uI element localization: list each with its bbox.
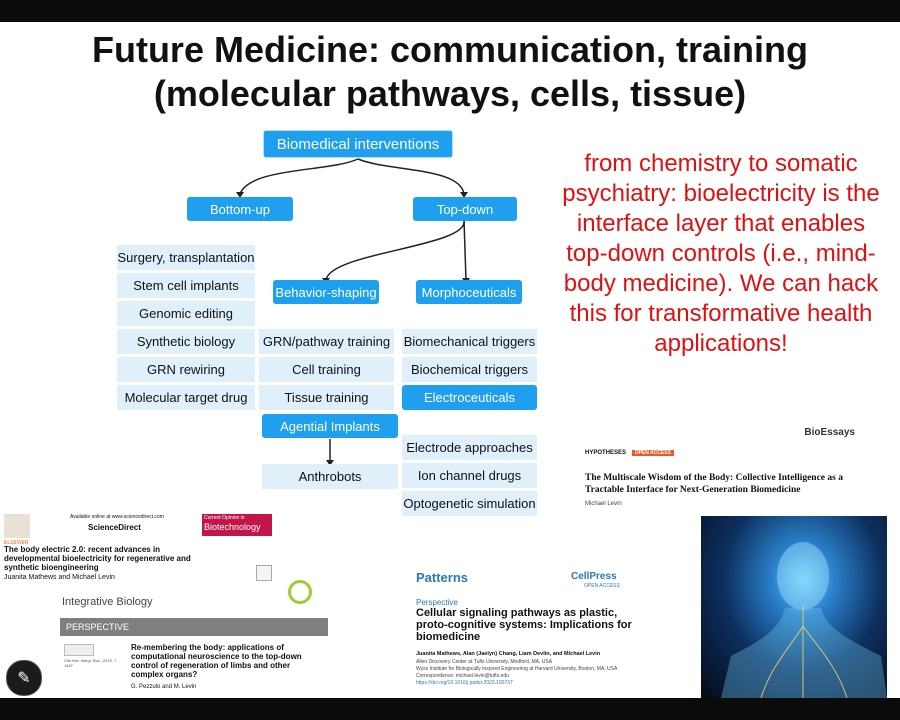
- paper-title: Re-membering the body: applications of c…: [131, 643, 302, 679]
- bottom-up-item: Surgery, transplantation: [117, 245, 255, 270]
- citation: Cite this: Integr. Biol., 2015, 7, 1487: [64, 658, 118, 668]
- perspective-banner: PERSPECTIVE: [60, 618, 328, 636]
- behavior-item: GRN/pathway training: [259, 329, 394, 354]
- paper-authors: Juanita Mathews, Alan (Jaelyn) Chang, Li…: [416, 651, 601, 657]
- open-access-badge: OPEN ACCESS: [631, 450, 674, 456]
- section-label: HYPOTHESES OPEN ACCESS: [585, 450, 674, 456]
- behavior-item: Cell training: [259, 357, 394, 382]
- bottom-up-item: Genomic editing: [117, 301, 255, 326]
- integrative-biology-paper: Integrative Biology PERSPECTIVE Re-membe…: [60, 580, 330, 698]
- paper-title: The Multiscale Wisdom of the Body: Colle…: [585, 473, 843, 495]
- pencil-icon: ✎: [17, 670, 31, 687]
- affiliation: Allen Discovery Center at Tufts Universi…: [416, 659, 553, 665]
- bottom-up-node: Bottom-up: [187, 197, 293, 221]
- glowing-body-image: [701, 516, 887, 698]
- electro-item: Optogenetic simulation: [402, 491, 537, 516]
- morpho-item: Biomechanical triggers: [402, 329, 537, 354]
- available-online: Available online at www.sciencedirect.co…: [70, 514, 164, 520]
- paper-authors: G. Pezzulo and M. Levin: [131, 684, 197, 690]
- root-node: Biomedical interventions: [263, 130, 453, 158]
- royal-society-logo: [288, 580, 312, 604]
- bottom-bar: [0, 698, 900, 720]
- key-message: from chemistry to somatic psychiatry: bi…: [562, 150, 880, 357]
- morphoceuticals-node: Morphoceuticals: [416, 280, 522, 304]
- journal-name: Patterns: [416, 570, 469, 585]
- pen-edit-button[interactable]: ✎: [6, 660, 42, 696]
- crossmark-icon: [256, 565, 272, 581]
- section-label: Perspective: [416, 598, 458, 607]
- cob-paper: ELSEVIER Available online at www.science…: [4, 514, 334, 584]
- publisher-label: ELSEVIER: [4, 540, 29, 546]
- electro-item: Electrode approaches: [402, 435, 537, 460]
- paper-title: Cellular signaling pathways as plastic, …: [416, 607, 632, 643]
- sciencedirect-label: ScienceDirect: [88, 523, 141, 532]
- bioessays-logo: BioEssays: [804, 427, 855, 438]
- elsevier-logo: [4, 514, 30, 538]
- affiliation: Wyss Institute for Biologically Inspired…: [416, 666, 618, 672]
- paper-author: Michael Levin: [585, 501, 622, 507]
- morpho-item: Biochemical triggers: [402, 357, 537, 382]
- behavior-shaping-node: Behavior-shaping: [273, 280, 379, 304]
- journal-badge: Current Opinion in Biotechnology: [202, 514, 272, 536]
- bottom-up-item: Molecular target drug: [117, 385, 255, 410]
- electro-item: Ion channel drugs: [402, 463, 537, 488]
- behavior-item: Tissue training: [259, 385, 394, 410]
- bottom-up-item: Stem cell implants: [117, 273, 255, 298]
- patterns-paper: Patterns CellPress OPEN ACCESS Perspecti…: [416, 570, 701, 698]
- bottom-up-item: GRN rewiring: [117, 357, 255, 382]
- bioessays-paper: BioEssays HYPOTHESES OPEN ACCESS The Mul…: [585, 427, 855, 507]
- top-down-node: Top-down: [413, 197, 517, 221]
- paper-authors: Juanita Mathews and Michael Levin: [4, 574, 115, 581]
- crossmark-icon: [64, 644, 94, 656]
- slide-title-line2: (molecular pathways, cells, tissue): [153, 73, 747, 114]
- doi-link[interactable]: https://doi.org/10.1016/j.patter.2023.10…: [416, 680, 513, 686]
- journal-name: Integrative Biology: [62, 596, 153, 608]
- human-silhouette-icon: [721, 542, 887, 698]
- cellpress-logo: CellPress: [571, 571, 617, 582]
- correspondence: Correspondence: michael.levin@tufts.edu: [416, 673, 509, 679]
- paper-title: The body electric 2.0: recent advances i…: [4, 545, 191, 572]
- slide-title-line1: Future Medicine: communication, training: [91, 29, 809, 70]
- diagram-connectors: [236, 158, 470, 466]
- anthrobots-node: Anthrobots: [262, 464, 398, 489]
- electroceuticals-node: Electroceuticals: [402, 385, 537, 410]
- bottom-up-item: Synthetic biology: [117, 329, 255, 354]
- open-access-label: OPEN ACCESS: [584, 583, 620, 589]
- agential-implants-node: Agential Implants: [262, 414, 398, 438]
- slide: Future Medicine: communication, training…: [0, 22, 900, 698]
